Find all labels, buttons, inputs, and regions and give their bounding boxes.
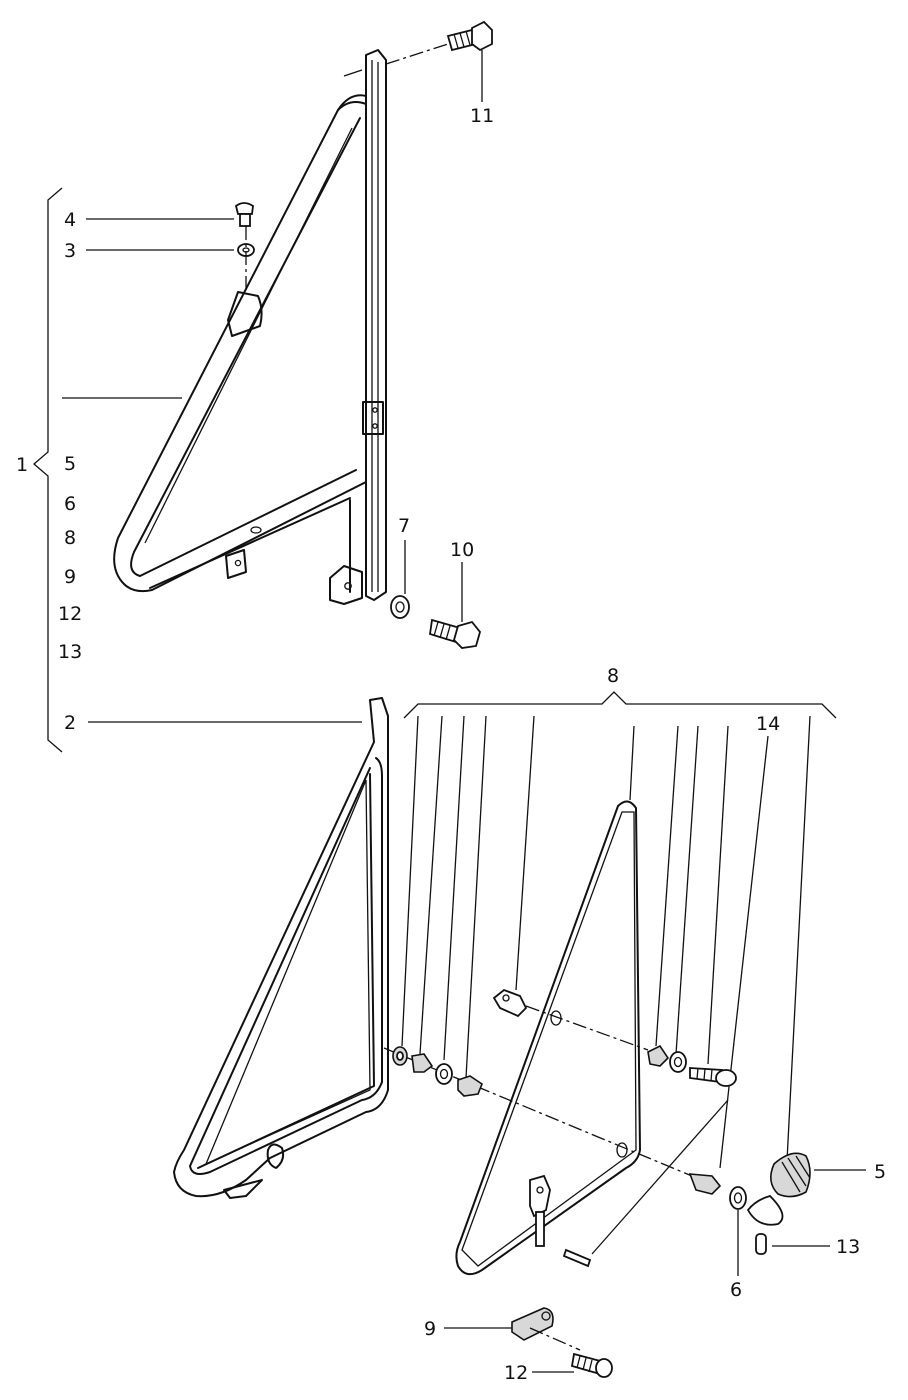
bushing-left-1 [392, 1046, 408, 1066]
leader-8j [785, 715, 811, 1181]
callout-1: 1 [16, 454, 28, 476]
pin-13 [755, 1233, 767, 1255]
leader-pin [591, 1099, 729, 1255]
leader-8a [401, 715, 419, 1047]
stud-14 [688, 1173, 722, 1195]
group-brace-1 [33, 187, 63, 753]
list-5: 5 [64, 453, 76, 475]
callout-13-right: 13 [836, 1236, 860, 1258]
leader-8b [419, 715, 443, 1055]
callout-14: 14 [756, 713, 780, 735]
callout-11: 11 [470, 105, 494, 127]
list-9: 9 [64, 566, 76, 588]
vent-seal-2 [173, 697, 389, 1199]
leader-14 [719, 735, 769, 1169]
leader-8e [515, 715, 535, 991]
callout-3: 3 [64, 240, 76, 262]
tick-11 [343, 69, 363, 77]
callout-2: 2 [64, 712, 76, 734]
axis-upper-pivot [525, 1005, 649, 1051]
leader-8c [443, 715, 465, 1061]
small-pin [562, 1248, 592, 1268]
axis-lower-pivot [383, 1047, 693, 1177]
screw-4 [234, 202, 254, 227]
list-12: 12 [58, 603, 82, 625]
list-6: 6 [64, 493, 76, 515]
callout-6-bottom: 6 [730, 1279, 742, 1301]
callout-7: 7 [398, 515, 410, 537]
pivot-clevis [529, 1174, 551, 1247]
pivot-bracket-upper [492, 988, 528, 1018]
screw-right-3 [689, 1067, 737, 1087]
callout-4: 4 [64, 209, 76, 231]
washer-7 [390, 595, 410, 619]
callout-12-bottom: 12 [504, 1362, 528, 1384]
list-8: 8 [64, 527, 76, 549]
callout-10: 10 [450, 539, 474, 561]
leader-8f [629, 725, 635, 801]
washer-left-3 [435, 1063, 453, 1085]
screw-12 [570, 1352, 613, 1378]
vent-frame-upper [113, 49, 387, 605]
callout-5-right: 5 [874, 1161, 886, 1183]
callout-8-top: 8 [607, 665, 619, 687]
washer-6 [729, 1186, 747, 1210]
axis-bolt-11 [385, 43, 449, 65]
bolt-11 [446, 20, 493, 52]
bushing-right-1 [647, 1044, 670, 1067]
leader-8g [655, 725, 679, 1047]
group-brace-8 [403, 691, 837, 719]
bolt-10 [429, 618, 481, 649]
leader-8h [675, 725, 699, 1055]
bushing-left-4 [457, 1075, 483, 1097]
washer-right-2 [669, 1051, 687, 1073]
clamp-9 [511, 1307, 554, 1341]
bushing-left-2 [411, 1053, 434, 1073]
list-13: 13 [58, 641, 82, 663]
axis-clamp-9 [529, 1327, 581, 1351]
handle-5 [746, 1152, 811, 1226]
leader-8d [465, 715, 487, 1079]
leader-8i [707, 725, 729, 1065]
callout-9-bottom: 9 [424, 1318, 436, 1340]
